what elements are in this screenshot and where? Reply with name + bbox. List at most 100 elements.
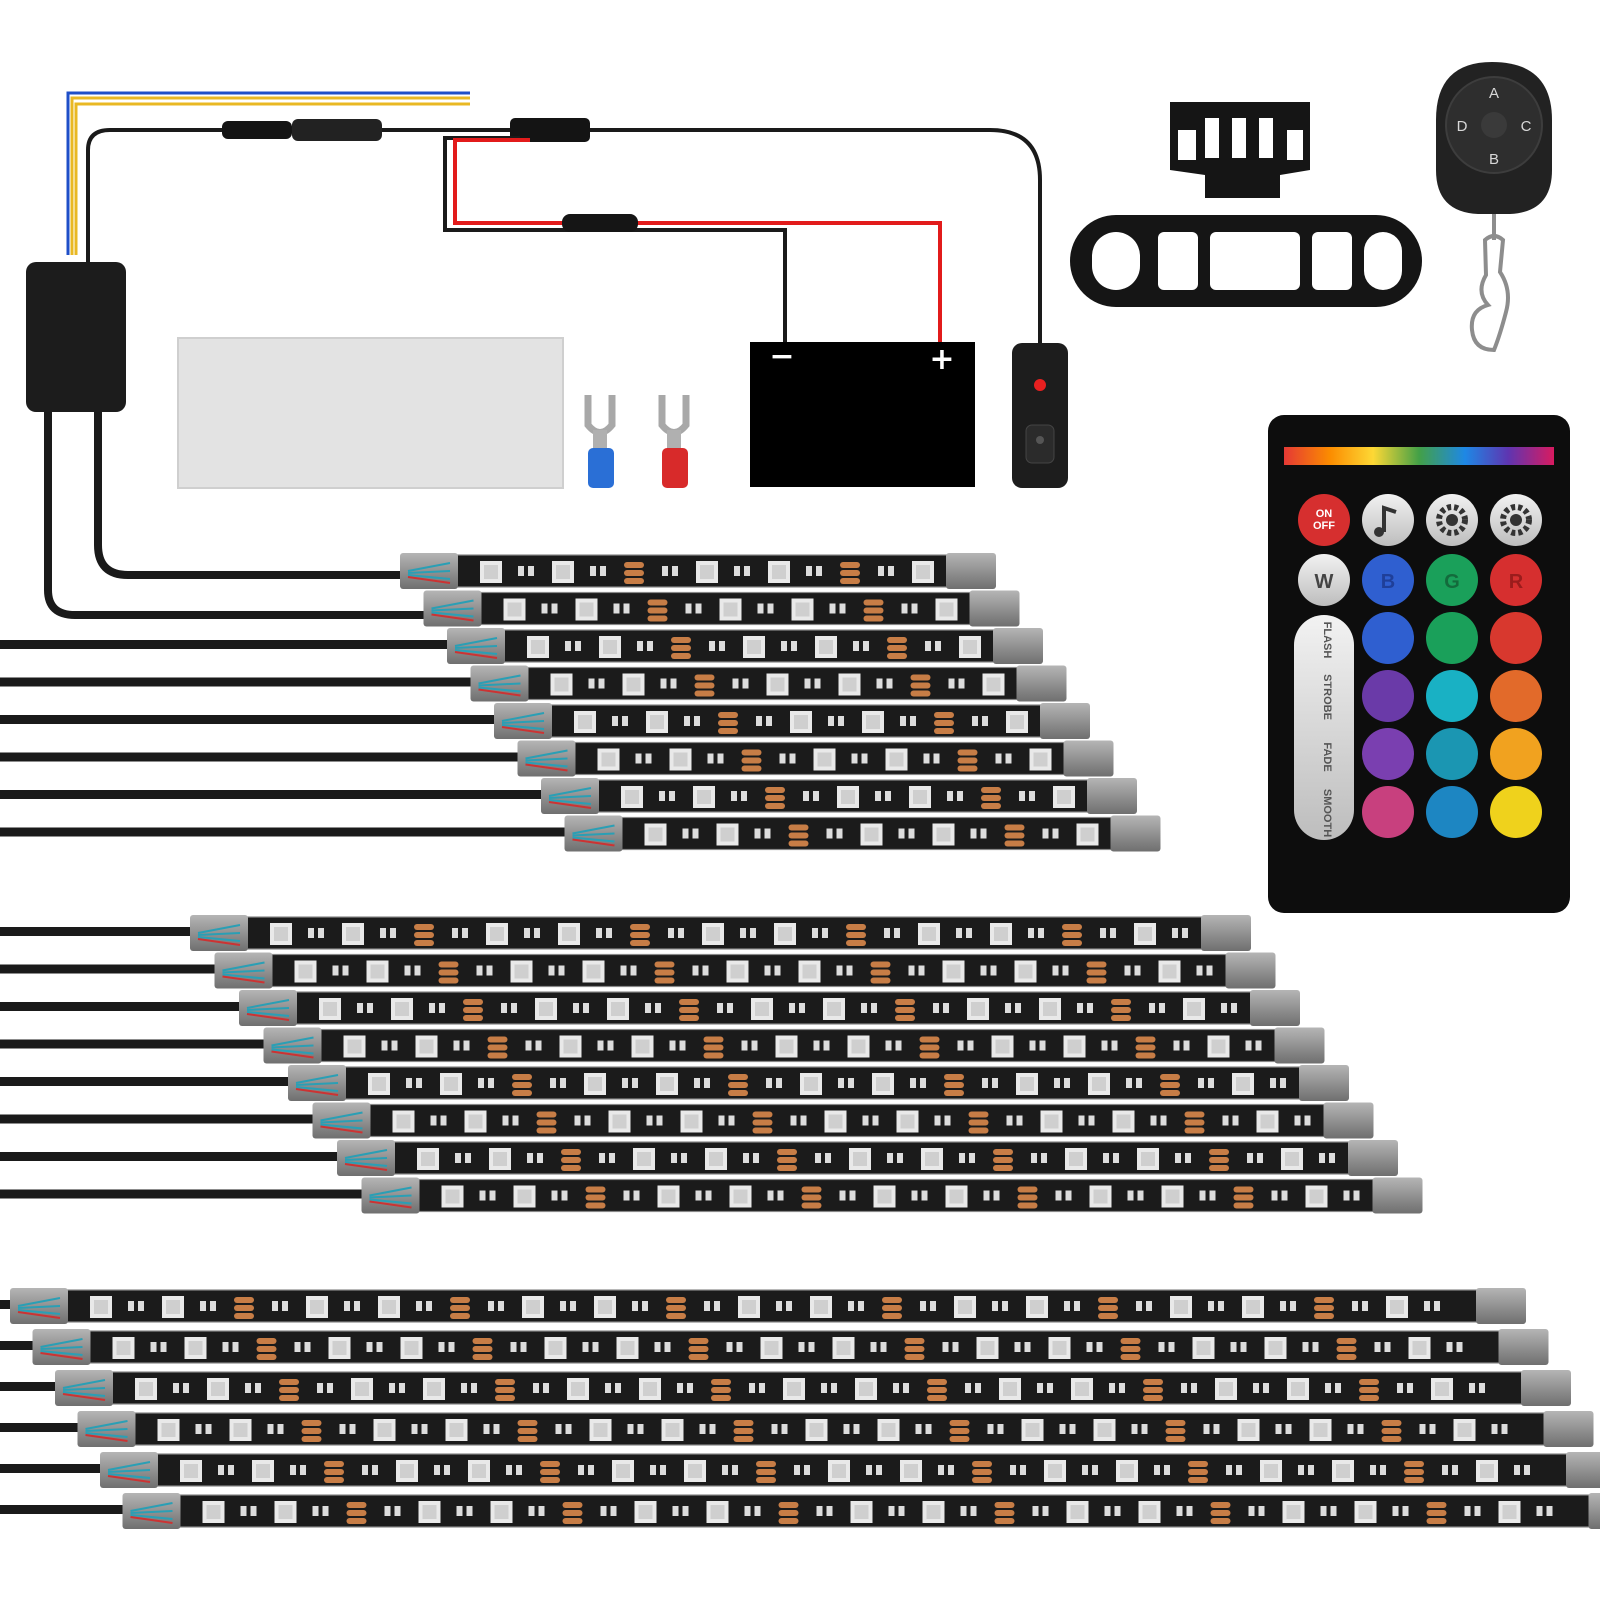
color-button[interactable] [1490,728,1542,780]
color-button[interactable] [1362,728,1414,780]
battery-plus-label: + [929,342,954,377]
switch-indicator-led [1034,379,1046,391]
color-button[interactable] [1426,670,1478,722]
switch-cable [590,128,1042,345]
strip-end-cap [1063,740,1114,777]
color-button[interactable] [1362,670,1414,722]
strip-end-cap [1250,990,1300,1026]
settings-button[interactable] [1490,494,1542,546]
keyfob-button-c[interactable]: C [1521,118,1532,135]
fade-mode-label[interactable]: FADE [1321,742,1333,771]
main-cable [86,128,230,262]
strip-end-cap [1274,1027,1325,1064]
led-strip [423,590,1020,627]
blue-button[interactable]: B [1362,554,1414,606]
strip-cable [0,1152,342,1161]
strip-cable [0,752,523,762]
inline-connector-right [292,119,382,141]
strip-end-cap [1040,703,1090,739]
inline-fuse [562,214,638,232]
strip-end-cap [1201,915,1251,951]
white-button[interactable]: W [1298,554,1350,606]
strip-end-cap [1348,1140,1398,1176]
wiring-harness [66,91,1042,345]
strip-cable [0,927,195,936]
rubber-strap [1070,215,1422,307]
led-strip [214,952,1276,989]
double-sided-tape [177,337,564,489]
strip-cable [0,1505,128,1514]
led-strip [288,1065,1349,1101]
white-button-label: W [1315,571,1334,593]
strip-cable [0,1423,83,1432]
led-strip [100,1452,1600,1488]
color-button[interactable] [1362,612,1414,664]
color-button[interactable] [1426,728,1478,780]
strip-cable [0,1039,269,1049]
strip-end-cap [1087,778,1137,814]
strip-cable [0,677,476,687]
speed-button[interactable] [1426,494,1478,546]
strip-end-cap [1543,1411,1594,1447]
strip-end-cap [993,628,1043,664]
smooth-mode-label[interactable]: SMOOTH [1321,789,1333,837]
flash-mode-label[interactable]: FLASH [1321,622,1333,659]
strip-cable [0,1341,38,1350]
color-button[interactable] [1426,786,1478,838]
strip-end-cap [969,590,1020,627]
blue-spade-terminal [584,395,616,488]
strip-end-cap [1521,1370,1571,1406]
battery: − + [750,339,975,487]
strip-cables [0,640,570,1514]
led-strip [400,553,996,589]
strip-end-cap [946,553,996,589]
strobe-mode-label[interactable]: STROBE [1321,674,1333,720]
inline-switch [1012,343,1068,488]
red-button-label: R [1509,571,1524,593]
led-strip [337,1140,1398,1176]
color-button[interactable] [1490,612,1542,664]
keyfob-button-d[interactable]: D [1457,118,1468,135]
gear-icon [1500,504,1532,536]
strip-cable [0,964,220,974]
color-button[interactable] [1490,786,1542,838]
yellow-wire-2 [74,102,470,255]
strip-end-cap [1566,1452,1600,1488]
strip-end-cap [1588,1493,1600,1529]
led-strip [312,1102,1374,1139]
green-button[interactable]: G [1426,554,1478,606]
black-battery-lead [443,136,787,345]
color-button[interactable] [1362,786,1414,838]
red-battery-lead [453,138,942,345]
led-strip [541,778,1137,814]
yellow-wire [70,96,470,255]
strip-cable [0,790,546,799]
led-strip [55,1370,1571,1406]
power-button-label: OFF [1313,520,1335,532]
strip-cable [0,1300,15,1309]
keyfob-button-a[interactable]: A [1489,85,1499,102]
led-strip [32,1329,1549,1365]
music-note-icon [1382,505,1397,532]
blue-wire [66,91,470,255]
keyfob-button-b[interactable]: B [1489,151,1499,168]
strip-end-cap [1476,1288,1526,1324]
strip-end-cap [1110,815,1161,852]
strip-cable [0,1464,105,1473]
music-mode-button[interactable] [1362,494,1414,546]
power-button-label: ON [1316,508,1333,520]
control-box [26,262,430,619]
red-spade-terminal [658,395,690,488]
color-button[interactable] [1426,612,1478,664]
strip-end-cap [1225,952,1276,989]
red-button[interactable]: R [1490,554,1542,606]
green-button-label: G [1444,571,1460,593]
color-button[interactable] [1490,670,1542,722]
mode-pill [1294,615,1354,840]
strip-end-cap [1323,1102,1374,1139]
led-strip [494,703,1090,739]
led-strip [190,915,1251,951]
